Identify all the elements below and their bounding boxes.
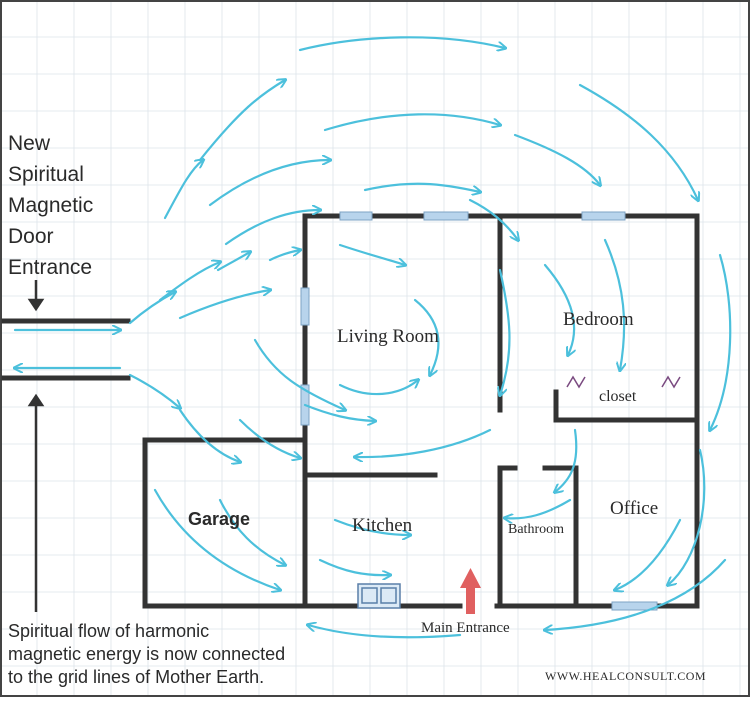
flow-arrow [224,210,320,246]
flow-arrow [198,80,285,162]
flow-arrow [338,380,418,396]
flow-arrow [543,263,574,355]
flow-arrow [308,625,462,639]
flow-arrow [545,558,727,630]
flow-caption: Spiritual flow of harmonic magnetic ener… [8,620,285,689]
flow-arrow [555,428,578,492]
window-living-top-1 [339,211,373,221]
caption-line: magnetic energy is now connected [8,644,286,664]
closet-hangers [566,375,681,389]
walls [1,213,700,609]
flow-arrow [158,262,220,302]
flow-arrow [128,292,175,325]
kitchen-label: Kitchen [352,515,413,536]
caption-line: Spiritual flow of harmonic [8,621,210,641]
kitchen-sink [357,583,401,609]
flow-arrow [513,133,600,185]
flow-arrow [216,252,250,272]
flow-arrow [178,290,270,320]
website-url: WWW.HEALCONSULT.COM [545,669,707,683]
closet-label: closet [599,388,637,405]
flow-arrow [178,408,240,462]
living-room-label: Living Room [337,326,439,347]
flow-arrow [505,498,572,518]
window-bedroom-top [581,211,626,221]
flow-arrow [218,498,285,565]
flow-arrow [128,373,180,408]
main-entrance-arrow [460,568,481,614]
bedroom-label: Bedroom [563,309,634,330]
flow-arrow [578,83,698,200]
flow-arrow [333,518,410,535]
flow-arrow [338,243,405,265]
flow-arrow [468,198,518,240]
flow-arrow [323,113,500,132]
title-line: Magnetic [8,194,94,217]
title-line: Door [8,225,54,248]
windows [300,211,658,611]
flow-arrow [238,418,300,458]
flow-arrow [500,268,511,395]
energy-flow-arrows [15,36,732,639]
flow-arrow [253,338,345,410]
flow-arrow [615,518,682,590]
flow-arrow [268,250,300,262]
flow-arrow [603,238,624,370]
main-entrance-label: Main Entrance [421,620,510,636]
caption-line: to the grid lines of Mother Earth. [8,667,265,687]
flow-arrow [710,253,732,430]
bathroom-label: Bathroom [508,522,564,537]
flow-arrow [363,182,480,192]
garage-label: Garage [188,509,251,529]
flow-arrow [163,160,203,220]
title-line: Spiritual [8,163,84,186]
office-label: Office [610,498,659,519]
title-line: Entrance [8,256,93,279]
flow-arrow [208,160,330,207]
window-living-top-2 [423,211,469,221]
flow-arrow [413,298,440,375]
title-line: New [8,132,51,155]
new-door-entrance-title: New Spiritual Magnetic Door Entrance [8,128,93,283]
flow-arrow [153,488,280,590]
flow-arrow [668,448,706,585]
flow-arrow [303,403,375,421]
flow-arrow [298,36,505,50]
window-living-left-1 [300,287,310,326]
flow-arrow [318,558,390,575]
flow-arrow [355,428,492,457]
door-entrance-arrows [27,280,45,612]
